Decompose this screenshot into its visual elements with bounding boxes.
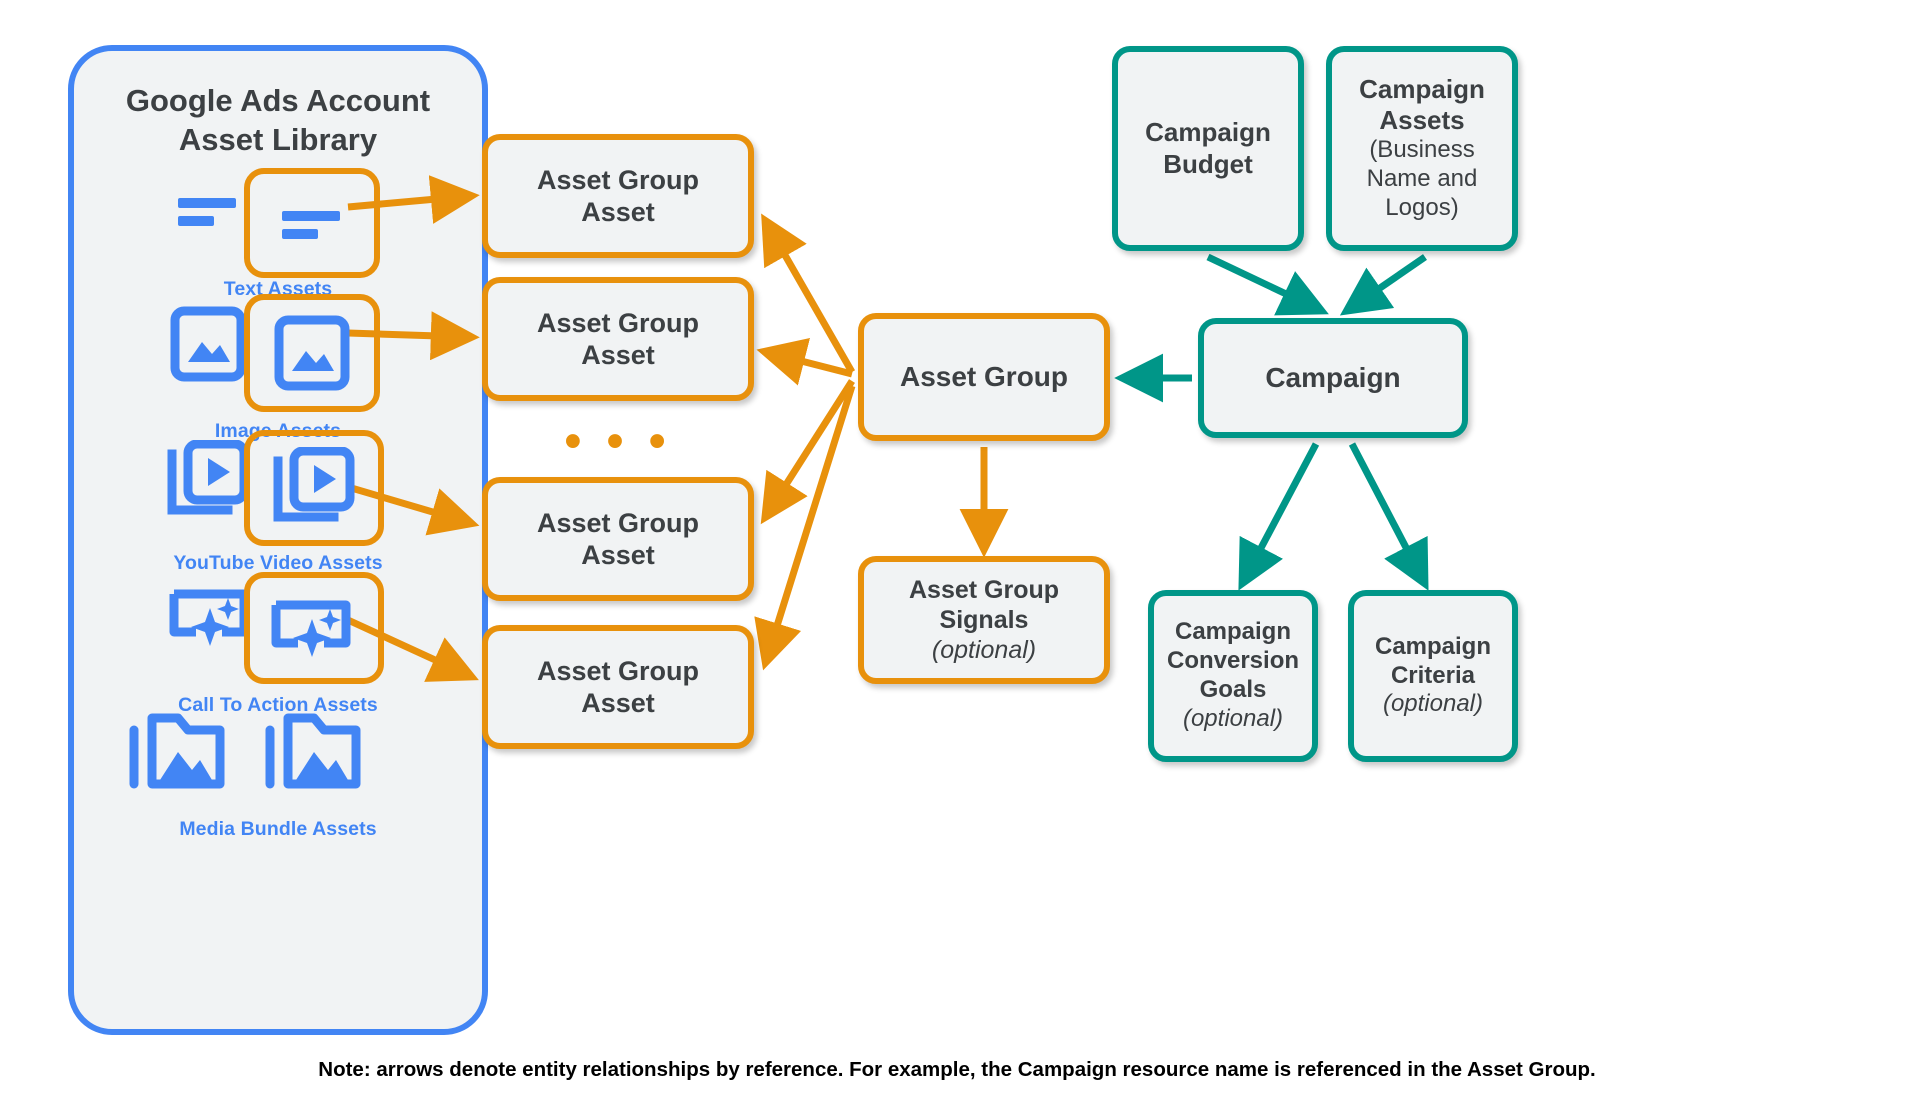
campaign-inbound-edges — [1206, 253, 1427, 316]
campaign-assets-box[interactable]: Campaign Assets (Business Name and Logos… — [1326, 46, 1518, 251]
asset-group-box[interactable]: Asset Group — [858, 313, 1110, 441]
asset-group-asset-box[interactable]: Asset Group Asset — [482, 625, 754, 749]
asset-group-asset-label: Asset Group Asset — [536, 655, 700, 718]
library-item-label: Media Bundle Assets — [179, 818, 377, 840]
library-item-label: YouTube Video Assets — [173, 552, 383, 574]
campaign-budget-label: Campaign Budget — [1145, 117, 1271, 179]
campaign-criteria-sub: (optional) — [1382, 690, 1484, 718]
campaign-label: Campaign — [1265, 362, 1401, 394]
image-asset-selected-box — [244, 294, 380, 412]
campaign-criteria-box[interactable]: Campaign Criteria (optional) — [1348, 590, 1518, 762]
campaign-assets-title: Campaign Assets — [1359, 74, 1485, 136]
asset-group-asset-label: Asset Group Asset — [536, 164, 700, 227]
asset-group-asset-box[interactable]: Asset Group Asset — [482, 134, 754, 258]
asset-group-asset-box[interactable]: Asset Group Asset — [482, 477, 754, 601]
asset-group-signals-sub: (optional) — [931, 636, 1037, 664]
campaign-conversion-goals-title: Campaign Conversion Goals — [1166, 618, 1300, 703]
image-asset-icon — [168, 304, 248, 389]
campaign-box[interactable]: Campaign — [1198, 318, 1468, 438]
asset-group-signals-box[interactable]: Asset Group Signals (optional) — [858, 556, 1110, 684]
library-item-text-assets[interactable]: Text Assets — [68, 168, 488, 301]
video-asset-icon — [164, 439, 252, 527]
campaign-conversion-goals-sub: (optional) — [1182, 704, 1284, 732]
asset-library-title: Google Ads Account Asset Library — [125, 83, 431, 157]
library-item-label: Call To Action Assets — [178, 694, 378, 716]
cta-asset-selected-box — [244, 572, 384, 684]
library-item-media-bundle-assets[interactable]: Media Bundle Assets — [68, 708, 488, 841]
text-asset-icon — [172, 180, 244, 245]
media-bundle-asset-icon-2 — [264, 708, 368, 799]
campaign-conversion-goals-box[interactable]: Campaign Conversion Goals (optional) — [1148, 590, 1318, 762]
asset-group-asset-box[interactable]: Asset Group Asset — [482, 277, 754, 401]
campaign-criteria-title: Campaign Criteria — [1374, 632, 1491, 689]
media-bundle-asset-icon — [128, 708, 232, 799]
video-asset-selected-box — [244, 430, 384, 546]
library-item-image-assets[interactable]: Image Assets — [68, 294, 488, 443]
diagram-note: Note: arrows denote entity relationships… — [318, 1058, 1596, 1081]
text-asset-selected-box — [244, 168, 380, 278]
library-item-video-assets[interactable]: YouTube Video Assets — [68, 430, 488, 575]
library-item-cta-assets[interactable]: Call To Action Assets — [68, 572, 488, 717]
campaign-outbound-edges — [1238, 442, 1429, 591]
campaign-budget-box[interactable]: Campaign Budget — [1112, 46, 1304, 251]
asset-group-asset-label: Asset Group Asset — [536, 507, 700, 570]
asset-group-label: Asset Group — [899, 361, 1069, 393]
asset-group-asset-label: Asset Group Asset — [536, 307, 700, 370]
asset-group-signals-title: Asset Group Signals — [908, 576, 1060, 634]
campaign-assets-sub: (Business Name and Logos) — [1366, 136, 1478, 222]
ellipsis-indicator: • • • — [564, 415, 672, 468]
assetgroup-to-assets-edges — [754, 213, 856, 671]
